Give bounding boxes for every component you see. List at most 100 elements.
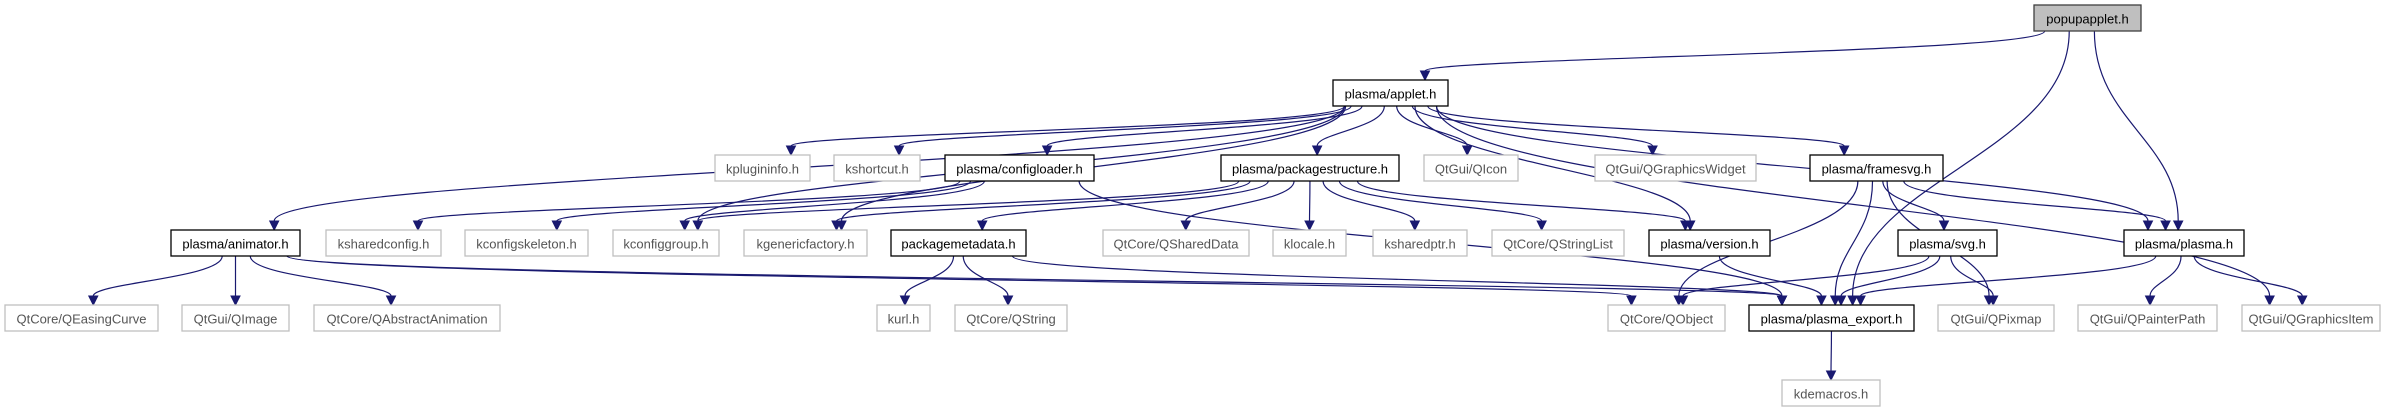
node-label: QtCore/QString — [966, 312, 1056, 327]
node-qicon: QtGui/QIcon — [1423, 154, 1519, 182]
edge-line — [286, 255, 1632, 297]
arrowhead-icon — [1626, 295, 1637, 307]
node-box — [1372, 229, 1468, 257]
edge-line — [1950, 255, 1994, 297]
edge-line — [249, 255, 392, 297]
edge-line — [1903, 180, 2167, 222]
arrowhead-icon — [1835, 295, 1847, 307]
edge-applet-to-framesvg — [1427, 105, 1850, 157]
node-label: QtCore/QObject — [1620, 312, 1714, 327]
arrowhead-icon — [692, 220, 704, 232]
arrowhead-icon — [785, 145, 797, 157]
node-label: kplugininfo.h — [726, 162, 799, 177]
edge-line — [1427, 105, 1845, 147]
node-box — [714, 154, 811, 182]
node-label: QtGui/QGraphicsWidget — [1605, 162, 1746, 177]
node-qstringlist: QtCore/QStringList — [1491, 229, 1625, 257]
edge-line — [898, 105, 1352, 147]
edge-plasma-export-to-kdemacros — [1825, 330, 1837, 382]
node-packagestructure[interactable]: plasma/packagestructure.h — [1220, 154, 1400, 182]
edge-line — [697, 180, 1240, 222]
arrowhead-icon — [1647, 145, 1658, 157]
node-label: plasma/plasma_export.h — [1761, 312, 1903, 327]
edge-line — [1682, 255, 1930, 297]
node-label: plasma/applet.h — [1345, 87, 1437, 102]
arrowhead-icon — [2160, 220, 2171, 232]
arrowhead-icon — [1419, 70, 1431, 82]
edge-plasma-to-qpainterpath — [2144, 255, 2182, 307]
node-label: kdemacros.h — [1794, 387, 1868, 402]
arrowhead-icon — [1677, 295, 1689, 307]
edge-line — [835, 180, 1251, 222]
arrowhead-icon — [1536, 220, 1547, 232]
edge-applet-to-kplugininfo — [785, 105, 1346, 157]
node-box — [313, 304, 501, 332]
edge-popupapplet-to-plasma — [2093, 30, 2184, 232]
node-box — [1897, 229, 1998, 257]
node-applet[interactable]: plasma/applet.h — [1332, 79, 1449, 107]
edge-plasma-to-plasma-export — [1855, 255, 2157, 307]
edge-popupapplet-to-plasma-export — [1847, 30, 2070, 307]
edge-packagestructure-to-kgenericfactory — [831, 180, 1251, 232]
arrowhead-icon — [1847, 295, 1858, 307]
arrowhead-icon — [2296, 295, 2308, 307]
edge-line — [2149, 255, 2182, 297]
node-configloader[interactable]: plasma/configloader.h — [944, 154, 1095, 182]
node-label: kgenericfactory.h — [756, 237, 854, 252]
edge-line — [904, 255, 955, 297]
node-box — [170, 229, 301, 257]
edge-line — [1882, 180, 1945, 222]
node-box — [1594, 154, 1757, 182]
arrowhead-icon — [268, 220, 280, 232]
node-plasma-export[interactable]: plasma/plasma_export.h — [1748, 304, 1915, 332]
node-box — [464, 229, 589, 257]
edge-framesvg-to-plasma-export — [1829, 180, 1874, 307]
edge-line — [556, 180, 972, 222]
node-qgraphicswidget: QtGui/QGraphicsWidget — [1594, 154, 1757, 182]
edge-line — [1414, 105, 1691, 222]
arrowhead-icon — [1409, 220, 1421, 232]
arrowhead-icon — [1180, 220, 1192, 232]
arrowhead-icon — [2264, 295, 2275, 307]
node-plasma[interactable]: plasma/plasma.h — [2123, 229, 2245, 257]
node-svg[interactable]: plasma/svg.h — [1897, 229, 1998, 257]
node-label: QtGui/QImage — [194, 312, 278, 327]
node-qgraphicsitem: QtGui/QGraphicsItem — [2241, 304, 2381, 332]
edge-packagestructure-to-packagemetadata — [976, 180, 1269, 232]
node-ksharedptr: ksharedptr.h — [1372, 229, 1468, 257]
node-label: kconfiggroup.h — [623, 237, 708, 252]
node-framesvg[interactable]: plasma/framesvg.h — [1809, 154, 1944, 182]
edge-packagestructure-to-kconfiggroup — [692, 180, 1240, 232]
node-label: klocale.h — [1284, 237, 1335, 252]
arrowhead-icon — [2142, 220, 2154, 232]
node-box — [833, 154, 921, 182]
node-box — [1748, 304, 1915, 332]
node-version[interactable]: plasma/version.h — [1648, 229, 1771, 257]
edge-line — [962, 255, 1009, 297]
arrowhead-icon — [230, 295, 241, 307]
node-box — [743, 229, 868, 257]
node-popupapplet[interactable]: popupapplet.h — [2033, 4, 2142, 32]
edge-line — [417, 180, 961, 222]
node-qabstractanimation: QtCore/QAbstractAnimation — [313, 304, 501, 332]
edge-line — [981, 180, 1269, 222]
node-box — [954, 304, 1068, 332]
node-animator[interactable]: plasma/animator.h — [170, 229, 301, 257]
node-label: ksharedptr.h — [1384, 237, 1456, 252]
edge-packagemetadata-to-qstring — [962, 255, 1014, 307]
node-packagemetadata[interactable]: packagemetadata.h — [890, 229, 1027, 257]
edge-line — [1046, 105, 1363, 147]
arrowhead-icon — [1816, 295, 1827, 307]
edge-packagemetadata-to-kurl — [899, 255, 955, 307]
node-label: QtGui/QGraphicsItem — [2249, 312, 2374, 327]
edge-svg-to-qobject — [1677, 255, 1930, 307]
edge-line — [790, 105, 1346, 147]
edge-applet-to-qgraphicsitem — [1435, 105, 2275, 307]
arrowhead-icon — [2172, 220, 2184, 232]
arrowhead-icon — [1002, 295, 1014, 307]
node-label: popupapplet.h — [2046, 12, 2128, 27]
edge-animator-to-qimage — [230, 256, 241, 307]
node-kdemacros: kdemacros.h — [1781, 379, 1881, 407]
edge-line — [92, 255, 223, 297]
node-label: QtGui/QPainterPath — [2090, 312, 2206, 327]
